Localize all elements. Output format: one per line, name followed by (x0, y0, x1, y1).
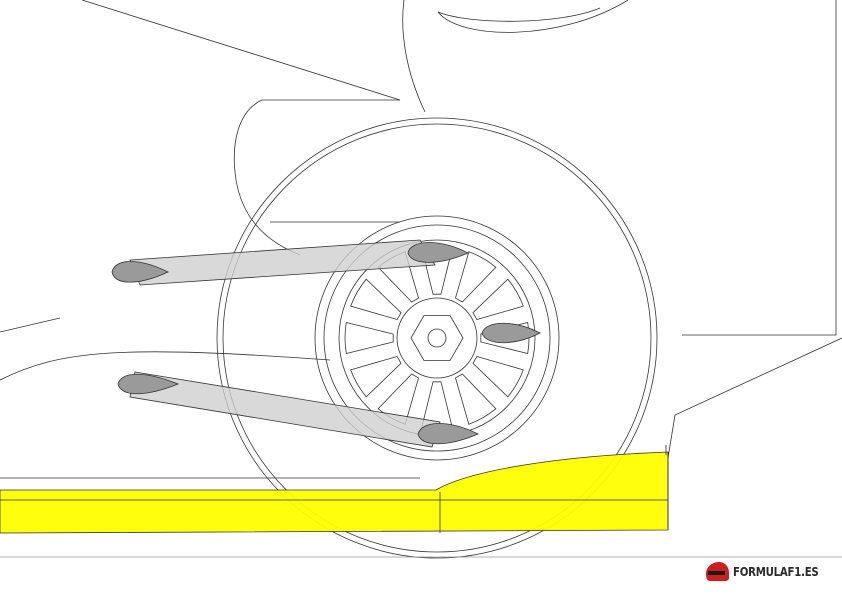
wheel-spoke (455, 373, 497, 425)
engine-cover-line (402, 0, 426, 113)
lower-body-line-2 (0, 351, 331, 381)
lower-exhaust-outlet (117, 373, 180, 395)
formulaf1-logo: FORMULAF1.ES (704, 559, 834, 585)
rear-bodywork-line (682, 0, 837, 336)
wheel-exhaust-tip (481, 322, 541, 344)
floor-plank (0, 445, 669, 534)
wheel-spoke (472, 278, 524, 320)
axle-center (427, 328, 447, 348)
rim-outer (314, 215, 560, 461)
floor-end-line (665, 445, 669, 530)
upper-exhaust-outlet (111, 261, 169, 283)
helmet-icon (706, 562, 730, 581)
rim-edge (323, 224, 551, 452)
tyre-inner (222, 123, 652, 553)
exhaust-pipes (111, 239, 541, 448)
logo-text: FORMULAF1.ES (733, 565, 819, 579)
airbox-inner-line (437, 7, 601, 22)
wheel-spoke (455, 251, 497, 303)
wheel-spoke (350, 278, 402, 320)
wheel-spoke (350, 356, 402, 398)
diffuser-line (667, 337, 842, 459)
lower-exhaust-inlet (417, 423, 479, 445)
wheel-spoke (480, 321, 530, 355)
rear-wheel (216, 117, 658, 559)
wheel-spoke (472, 356, 524, 398)
lower-body-line-1 (0, 317, 61, 333)
floor-yellow-area (0, 451, 669, 534)
airbox-line (437, 0, 629, 33)
upper-exhaust-inlet (407, 242, 469, 263)
tyre-outer (216, 117, 658, 559)
body-outline (0, 0, 842, 479)
wheel-spoke (344, 321, 394, 355)
hub-ring (396, 297, 478, 379)
wheel-nut (410, 315, 464, 361)
sidepod-line (81, 0, 401, 256)
